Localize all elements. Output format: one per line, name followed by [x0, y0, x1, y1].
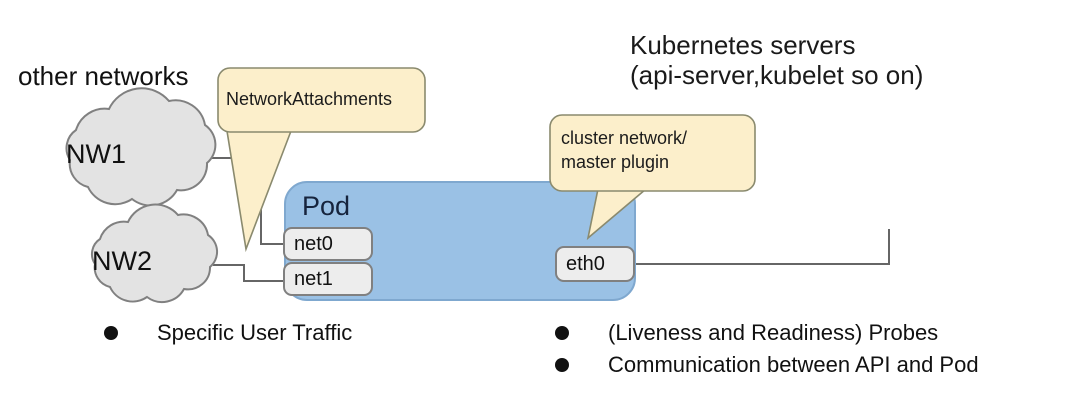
- callout-cluster-network-shape: [549, 114, 756, 241]
- kubernetes-servers-title-line2: (api-server,kubelet so on): [630, 60, 924, 90]
- bullet-label-left-1: Specific User Traffic: [157, 320, 353, 345]
- cloud-label-nw1: NW1: [66, 139, 126, 169]
- cloud-nw2: [90, 203, 219, 304]
- callout-label-cluster-network-line1: cluster network/: [561, 128, 688, 148]
- cloud-label-nw2: NW2: [92, 246, 152, 276]
- kubernetes-servers-title-line1: Kubernetes servers: [630, 30, 856, 60]
- interface-label-eth0: eth0: [566, 253, 605, 275]
- bullet-markers: [104, 326, 569, 372]
- callout-label-cluster-network-line2: master plugin: [561, 152, 670, 172]
- interface-box-eth0[interactable]: [555, 246, 635, 282]
- interface-box-net0[interactable]: [283, 227, 373, 261]
- bullet-dot-right-1: [555, 326, 569, 340]
- connector-nw2-to-net1: [213, 264, 289, 282]
- interface-label-net0: net0: [294, 233, 333, 255]
- callout-label-network-attachments: NetworkAttachments: [226, 89, 393, 109]
- callout-network-attachments-shape: [217, 67, 426, 253]
- bullet-label-right-1: (Liveness and Readiness) Probes: [608, 320, 939, 345]
- interface-label-net1: net1: [294, 268, 333, 290]
- other-networks-label: other networks: [18, 61, 189, 91]
- cloud-nw1: [65, 87, 217, 207]
- interface-box-net1[interactable]: [283, 262, 373, 296]
- bullet-dot-right-2: [555, 358, 569, 372]
- pod-label: Pod: [302, 191, 351, 221]
- bullet-dot-left-1: [104, 326, 118, 340]
- connector-eth0-to-kubernetes-servers: [632, 229, 890, 265]
- bullet-label-right-2: Communication between API and Pod: [608, 352, 979, 377]
